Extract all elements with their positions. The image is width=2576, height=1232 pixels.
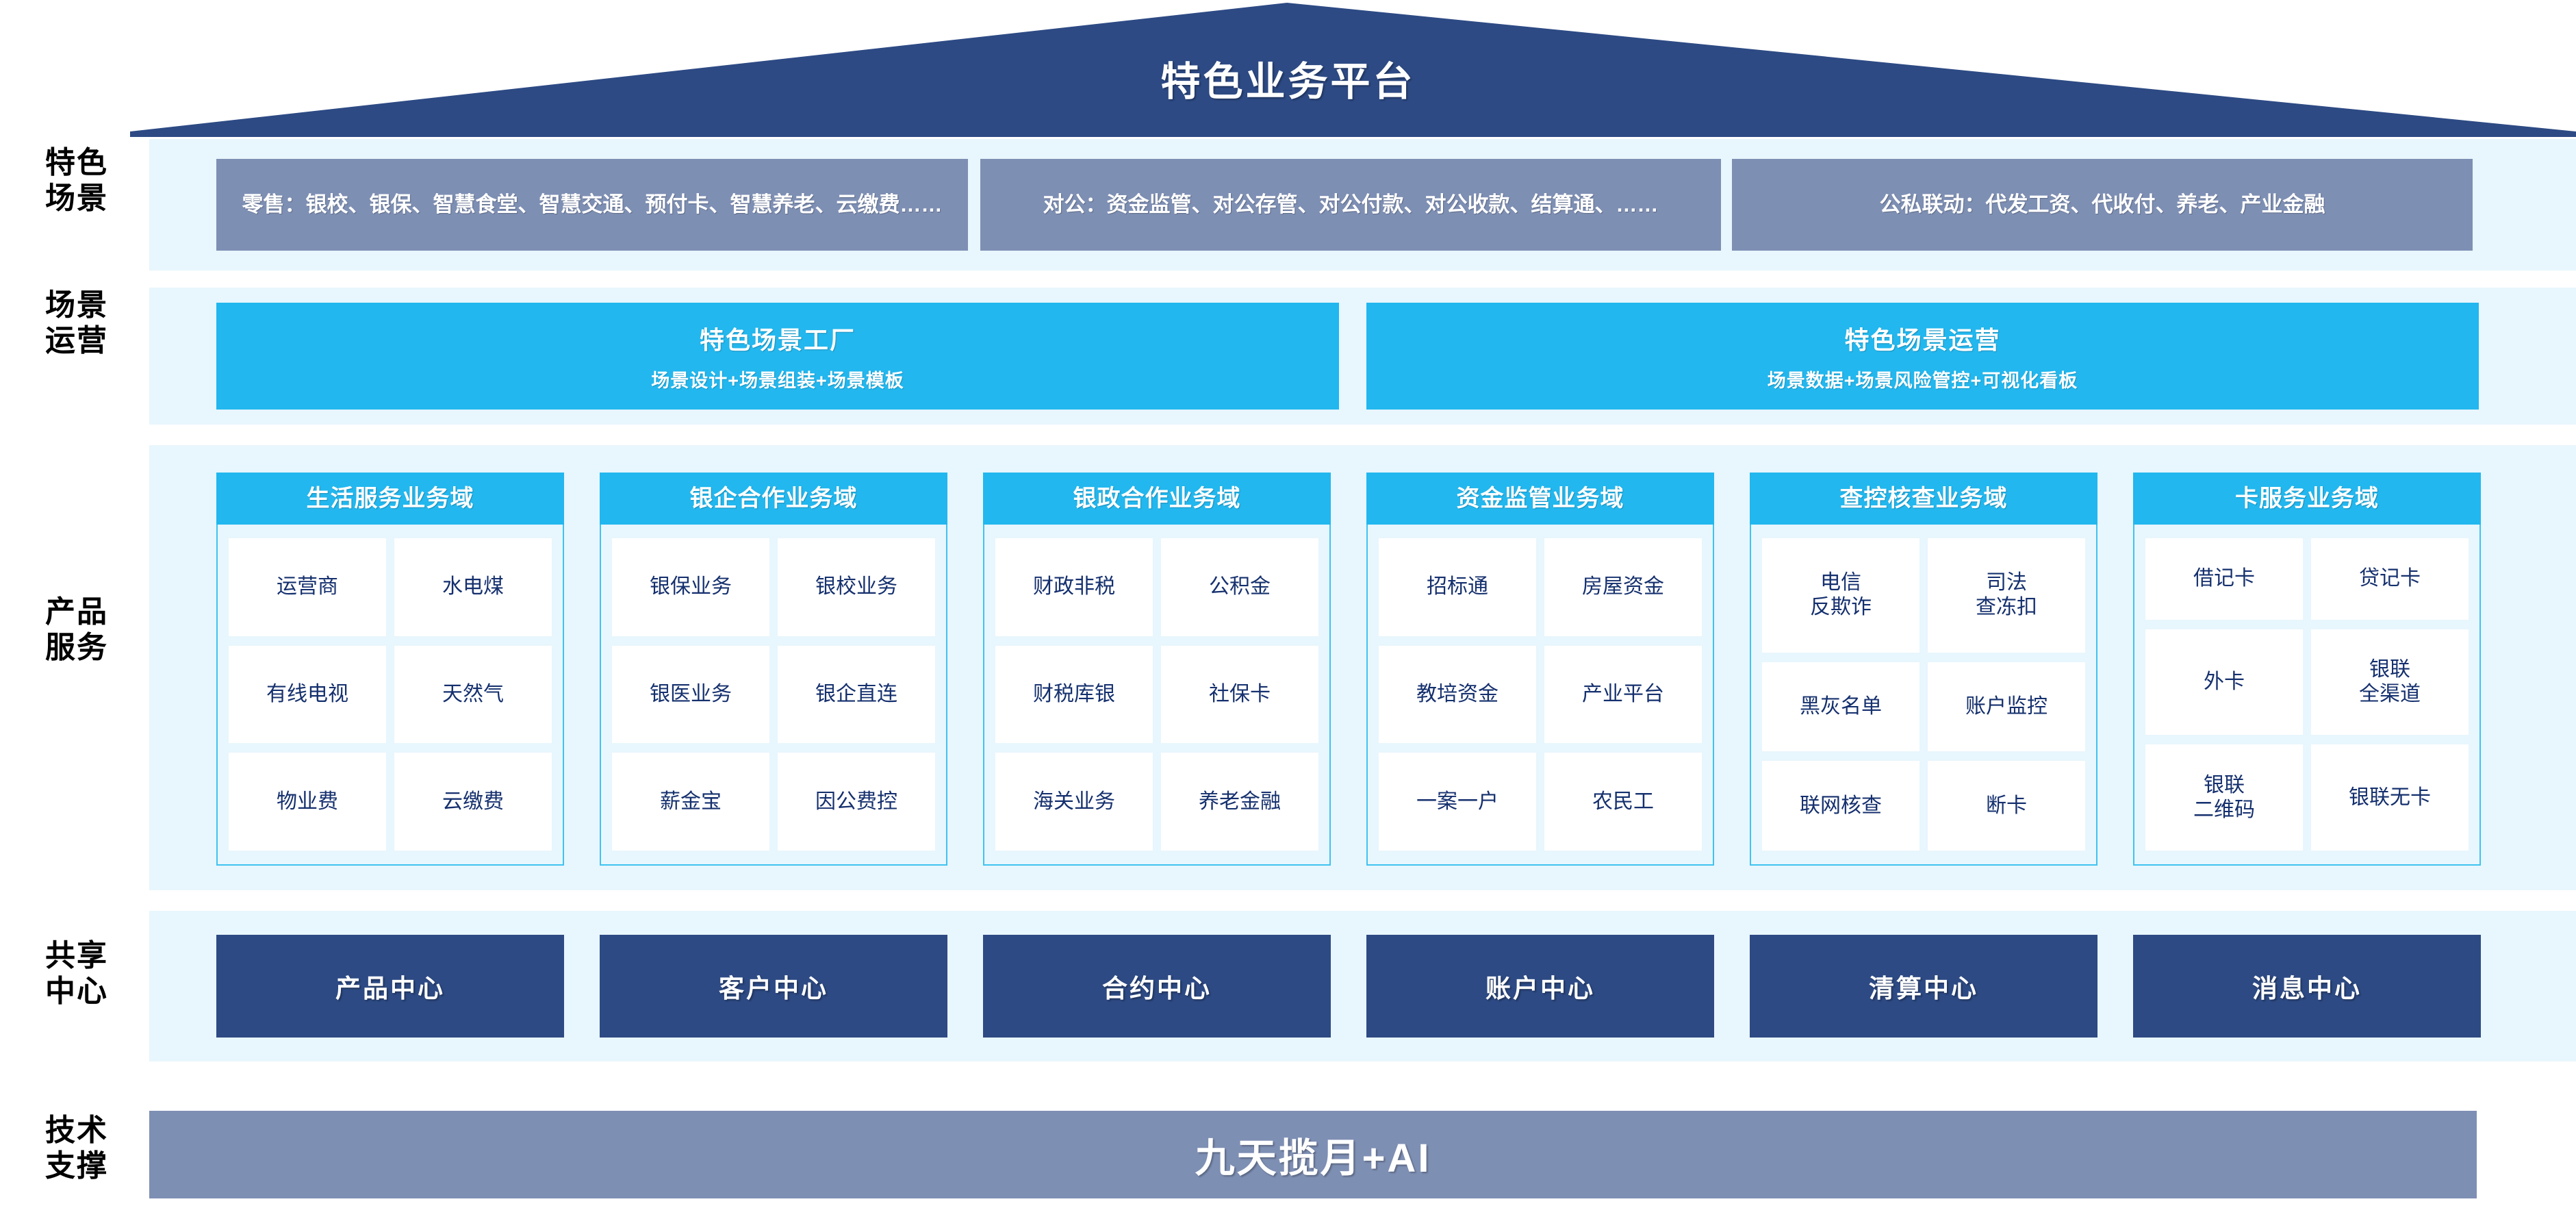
domain-grid-bank-government: 财政非税 公积金 财税库银 社保卡 海关业务 养老金融 — [984, 525, 1329, 864]
row-label-scenario: 特色场景 — [45, 146, 108, 215]
domain-cell[interactable]: 贷记卡 — [2311, 538, 2469, 620]
domain-cell[interactable]: 公积金 — [1161, 538, 1318, 636]
domain-cell[interactable]: 银联 二维码 — [2145, 744, 2303, 851]
shared-center-account[interactable]: 账户中心 — [1366, 935, 1714, 1038]
operation-factory-subtitle: 场景设计+场景组装+场景模板 — [651, 370, 904, 391]
domain-title-fund-supervision: 资金监管业务域 — [1366, 473, 1714, 525]
page-title: 特色业务平台 — [1160, 60, 1416, 104]
operation-factory-title: 特色场景工厂 — [699, 325, 856, 354]
domain-cell[interactable]: 外卡 — [2145, 629, 2303, 736]
shared-center-clearing[interactable]: 清算中心 — [1750, 935, 2097, 1038]
scenario-box-public-private[interactable]: 公私联动：代发工资、代收付、养老、产业金融 — [1732, 159, 2473, 251]
row-label-product: 产品服务 — [45, 595, 108, 664]
domain-grid-investigation: 电信 反欺诈 司法 查冻扣 黑灰名单 账户监控 联网核查 断卡 — [1751, 525, 2096, 864]
domain-cell[interactable]: 招标通 — [1379, 538, 1536, 636]
domain-title-life-service: 生活服务业务域 — [216, 473, 564, 525]
domain-cell[interactable]: 天然气 — [394, 645, 552, 744]
shared-center-product[interactable]: 产品中心 — [216, 935, 564, 1038]
domain-title-card-service: 卡服务业务域 — [2133, 473, 2481, 525]
row-label-tech: 技术支撑 — [45, 1114, 108, 1183]
domain-cell[interactable]: 银联 全渠道 — [2311, 629, 2469, 736]
domain-cell[interactable]: 借记卡 — [2145, 538, 2303, 620]
domain-cell[interactable]: 运营商 — [229, 538, 386, 636]
domain-title-bank-enterprise: 银企合作业务域 — [600, 473, 947, 525]
domain-grid-bank-enterprise: 银保业务 银校业务 银医业务 银企直连 薪金宝 因公费控 — [601, 525, 946, 864]
operation-card-factory[interactable]: 特色场景工厂 场景设计+场景组装+场景模板 — [216, 303, 1339, 410]
domain-cell[interactable]: 银保业务 — [612, 538, 769, 636]
domain-card-fund-supervision[interactable]: 资金监管业务域 招标通 房屋资金 教培资金 产业平台 一案一户 农民工 — [1366, 473, 1714, 866]
row-label-shared: 共享中心 — [45, 939, 108, 1008]
shared-center-contract[interactable]: 合约中心 — [983, 935, 1331, 1038]
operation-ops-subtitle: 场景数据+场景风险管控+可视化看板 — [1767, 370, 2078, 391]
domain-cell[interactable]: 薪金宝 — [612, 753, 769, 851]
domain-cell[interactable]: 产业平台 — [1544, 645, 1702, 744]
domain-card-bank-government[interactable]: 银政合作业务域 财政非税 公积金 财税库银 社保卡 海关业务 养老金融 — [983, 473, 1331, 866]
domain-cell[interactable]: 海关业务 — [995, 753, 1153, 851]
domain-cell[interactable]: 司法 查冻扣 — [1928, 538, 2085, 653]
shared-center-message[interactable]: 消息中心 — [2133, 935, 2481, 1038]
domain-title-investigation: 查控核查业务域 — [1750, 473, 2097, 525]
domain-cell[interactable]: 有线电视 — [229, 645, 386, 744]
platform-roof: 特色业务平台 — [0, 0, 2576, 137]
domain-cell[interactable]: 教培资金 — [1379, 645, 1536, 744]
operation-card-ops[interactable]: 特色场景运营 场景数据+场景风险管控+可视化看板 — [1366, 303, 2479, 410]
domain-cell[interactable]: 断卡 — [1928, 761, 2085, 851]
scenario-box-retail[interactable]: 零售：银校、银保、智慧食堂、智慧交通、预付卡、智慧养老、云缴费…… — [216, 159, 968, 251]
domain-title-bank-government: 银政合作业务域 — [983, 473, 1331, 525]
domain-cell[interactable]: 银医业务 — [612, 645, 769, 744]
domain-cell[interactable]: 社保卡 — [1161, 645, 1318, 744]
domain-cell[interactable]: 一案一户 — [1379, 753, 1536, 851]
domain-card-life-service[interactable]: 生活服务业务域 运营商 水电煤 有线电视 天然气 物业费 云缴费 — [216, 473, 564, 866]
domain-cell[interactable]: 账户监控 — [1928, 662, 2085, 752]
domain-card-investigation[interactable]: 查控核查业务域 电信 反欺诈 司法 查冻扣 黑灰名单 账户监控 联网核查 断卡 — [1750, 473, 2097, 866]
row-label-operation: 场景运营 — [45, 288, 108, 357]
domain-grid-card-service: 借记卡 贷记卡 外卡 银联 全渠道 银联 二维码 银联无卡 — [2134, 525, 2479, 864]
domain-card-bank-enterprise[interactable]: 银企合作业务域 银保业务 银校业务 银医业务 银企直连 薪金宝 因公费控 — [600, 473, 947, 866]
domain-cell[interactable]: 因公费控 — [778, 753, 935, 851]
scenario-box-corporate[interactable]: 对公：资金监管、对公存管、对公付款、对公收款、结算通、…… — [980, 159, 1721, 251]
domain-cell[interactable]: 银企直连 — [778, 645, 935, 744]
shared-center-customer[interactable]: 客户中心 — [600, 935, 947, 1038]
domain-cell[interactable]: 农民工 — [1544, 753, 1702, 851]
domain-card-card-service[interactable]: 卡服务业务域 借记卡 贷记卡 外卡 银联 全渠道 银联 二维码 银联无卡 — [2133, 473, 2481, 866]
roof-shape-icon — [130, 3, 2576, 137]
domain-cell[interactable]: 养老金融 — [1161, 753, 1318, 851]
domain-cell[interactable]: 水电煤 — [394, 538, 552, 636]
domain-cell[interactable]: 财税库银 — [995, 645, 1153, 744]
domain-cell[interactable]: 财政非税 — [995, 538, 1153, 636]
domain-cell[interactable]: 银校业务 — [778, 538, 935, 636]
domain-grid-life-service: 运营商 水电煤 有线电视 天然气 物业费 云缴费 — [218, 525, 563, 864]
domain-cell[interactable]: 房屋资金 — [1544, 538, 1702, 636]
tech-support-bar[interactable]: 九天揽月+AI — [149, 1111, 2477, 1198]
domain-grid-fund-supervision: 招标通 房屋资金 教培资金 产业平台 一案一户 农民工 — [1368, 525, 1713, 864]
domain-cell[interactable]: 云缴费 — [394, 753, 552, 851]
domain-cell[interactable]: 黑灰名单 — [1762, 662, 1920, 752]
domain-cell[interactable]: 电信 反欺诈 — [1762, 538, 1920, 653]
domain-cell[interactable]: 银联无卡 — [2311, 744, 2469, 851]
domain-cell[interactable]: 物业费 — [229, 753, 386, 851]
domain-cell[interactable]: 联网核查 — [1762, 761, 1920, 851]
operation-ops-title: 特色场景运营 — [1844, 325, 2001, 354]
